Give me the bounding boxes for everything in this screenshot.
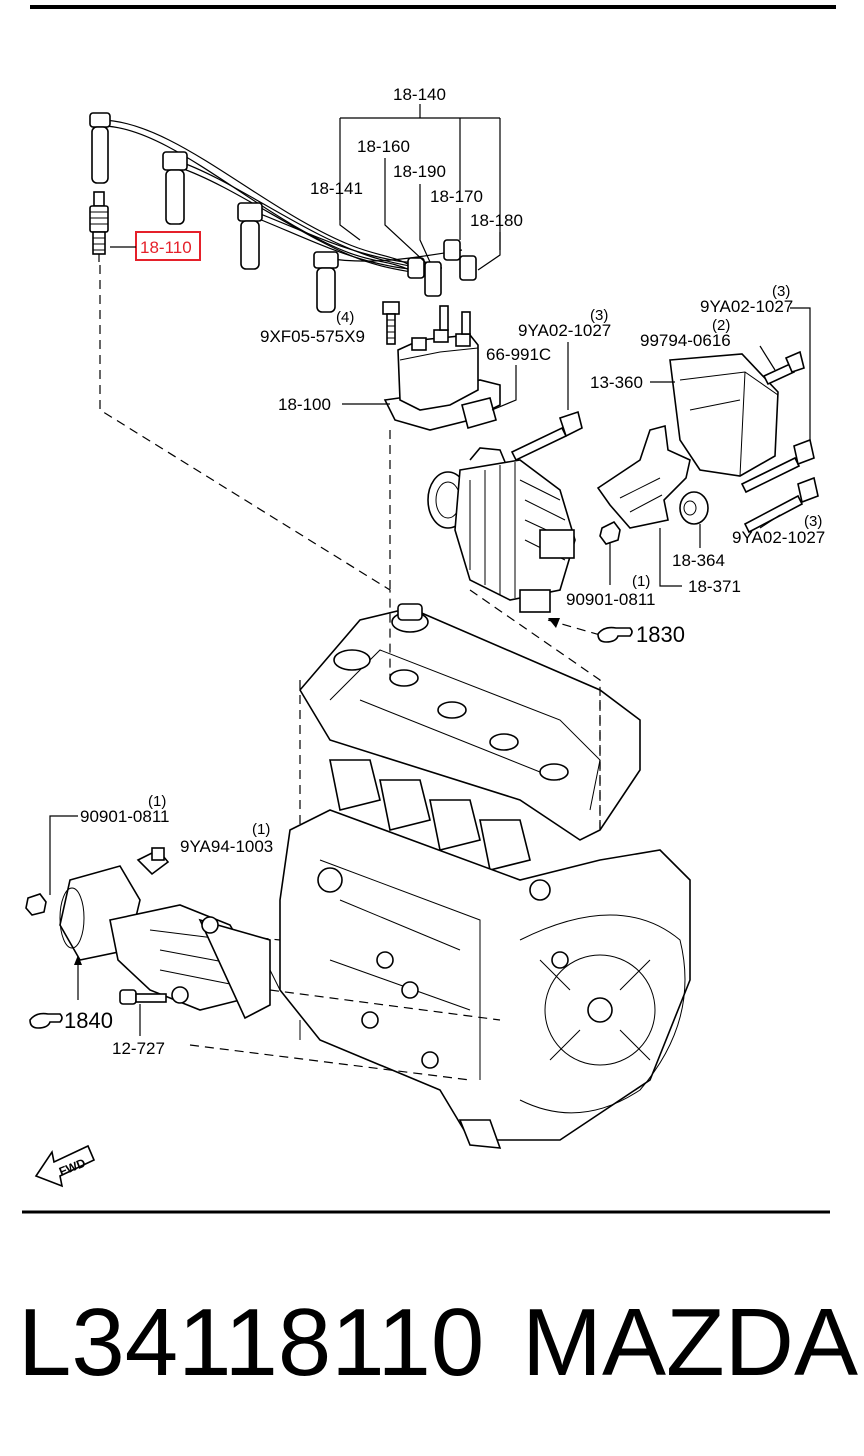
ref-1830: 1830 [636,622,685,647]
bolt-12-727 [119,989,167,1005]
callout-18-110: 18-110 [140,238,192,257]
fwd-arrow-icon: FWD [34,1144,96,1188]
callout-18-100: 18-100 [278,395,331,414]
callout-99794-0616: 99794-0616 [640,331,731,350]
callout-12-727: 12-727 [112,1039,165,1058]
bushing-18-364 [679,491,709,525]
callout-90901-0811-b: 90901-0811 [80,807,170,826]
qty-9ya94: (1) [252,821,270,838]
nut-90901-a [599,520,621,545]
callout-18-190: 18-190 [393,162,446,181]
callout-90901-0811-a: 90901-0811 [566,590,656,609]
callout-18-364: 18-364 [672,551,725,570]
callout-9ya02-1027-a: 9YA02-1027 [518,321,611,340]
alternator [427,447,576,613]
starter-motor [59,865,271,1020]
callout-9ya94-1003: 9YA94-1003 [180,837,273,856]
part-number: L34118110 [18,1289,485,1396]
cover-13-360 [669,353,779,477]
callout-18-170: 18-170 [430,187,483,206]
engine-block [269,603,691,1149]
qty-90901-b: (1) [148,793,166,810]
qty-90901-a: (1) [632,573,650,590]
bolt-alternator [510,410,583,462]
pointing-hand-icon-1830 [597,626,633,643]
bolt-99794 [762,350,805,386]
callout-9ya02-1027-c: 9YA02-1027 [732,528,825,547]
callout-18-160: 18-160 [357,137,410,156]
bolt-9ya02-c [743,476,819,534]
callout-18-180: 18-180 [470,211,523,230]
sensor-9ya94 [136,847,170,876]
spark-plug-wire-set [89,112,477,313]
qty-9ya02-b: (3) [772,283,790,300]
spark-plug [89,191,109,262]
callout-9ya02-1027-b: 9YA02-1027 [700,297,793,316]
footer: L34118110 MAZDA [18,1288,858,1398]
callout-18-141: 18-141 [310,179,363,198]
brand-name: MAZDA [522,1289,858,1396]
bracket-18-371 [596,424,691,529]
callout-9xf05-575x9: 9XF05-575X9 [260,327,365,346]
qty-9ya02-a: (3) [590,307,608,324]
callout-66-991c: 66-991C [486,345,551,364]
ref-1840: 1840 [64,1008,113,1033]
callout-18-140: 18-140 [393,85,446,104]
callout-13-360: 13-360 [590,373,643,392]
bolt-9xf05 [382,301,400,345]
nut-90901-b [25,893,47,916]
pointing-hand-icon-1840 [29,1012,63,1029]
callout-18-371: 18-371 [688,577,741,596]
bolt-9ya02-b [740,438,815,494]
highlight-box [135,231,201,261]
qty-9ya02-c: (3) [804,513,822,530]
ignition-coil [383,305,501,431]
qty-9xf05: (4) [336,309,354,326]
qty-99794: (2) [712,317,730,334]
